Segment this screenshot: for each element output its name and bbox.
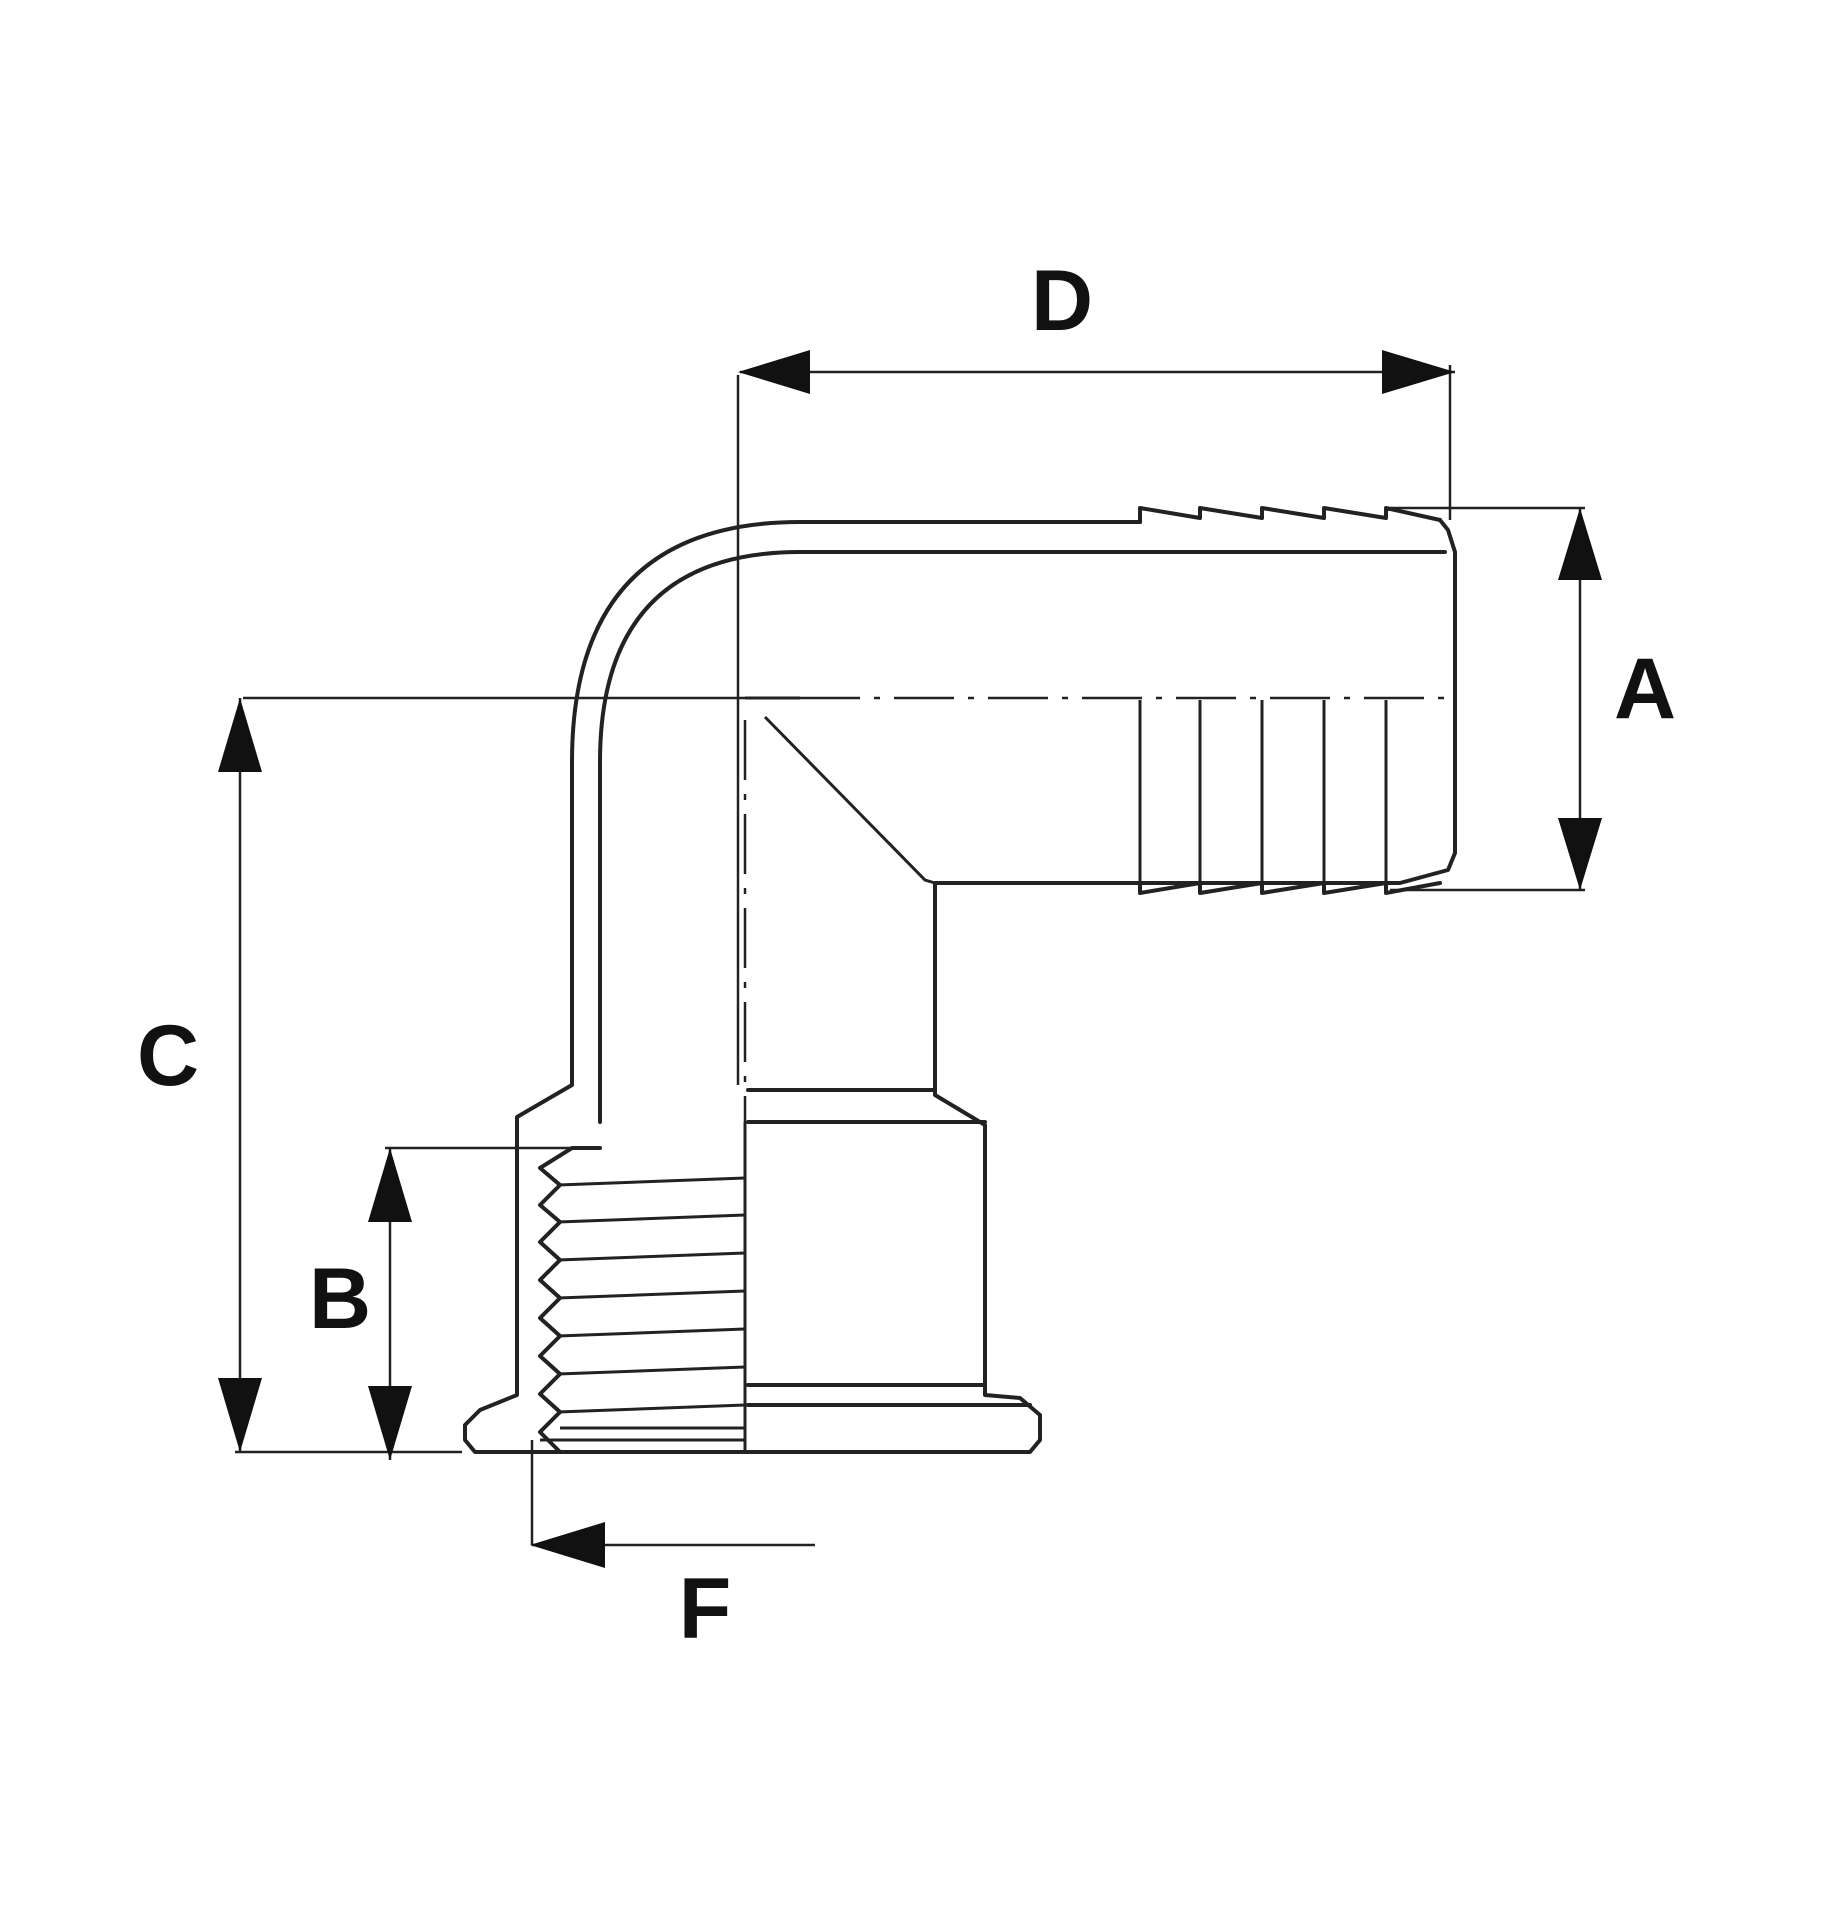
dimension-b: B <box>309 1146 600 1460</box>
barb-teeth-bottom <box>1138 881 1442 895</box>
elbow-fitting-body <box>463 506 1457 1454</box>
dimension-a: A <box>1390 506 1676 892</box>
arrow-a-bottom <box>1558 818 1602 890</box>
inner-wall <box>598 550 1447 1124</box>
label-b: B <box>309 1251 371 1347</box>
label-f: F <box>679 1561 732 1657</box>
outer-contour <box>463 520 1142 1454</box>
arrow-b-bottom <box>368 1386 412 1460</box>
label-c: C <box>137 1008 199 1104</box>
arrow-c-bottom <box>218 1378 262 1452</box>
label-d: D <box>1031 253 1093 349</box>
bore-chamfer <box>763 715 936 885</box>
arrow-a-top <box>1558 508 1602 580</box>
arrow-d-left <box>738 350 810 394</box>
dimension-f: F <box>530 1440 815 1657</box>
dimension-c: C <box>137 696 800 1454</box>
arrow-c-top <box>218 698 262 772</box>
arrow-f <box>530 1522 605 1568</box>
internal-thread <box>538 1146 746 1454</box>
label-a: A <box>1614 641 1676 737</box>
center-lines <box>743 696 1455 1122</box>
barb-end <box>1138 518 1457 885</box>
dimension-d: D <box>736 253 1455 1085</box>
arrow-b-top <box>368 1148 412 1222</box>
barb-teeth-top <box>1138 506 1442 524</box>
arrow-d-right <box>1382 350 1455 394</box>
